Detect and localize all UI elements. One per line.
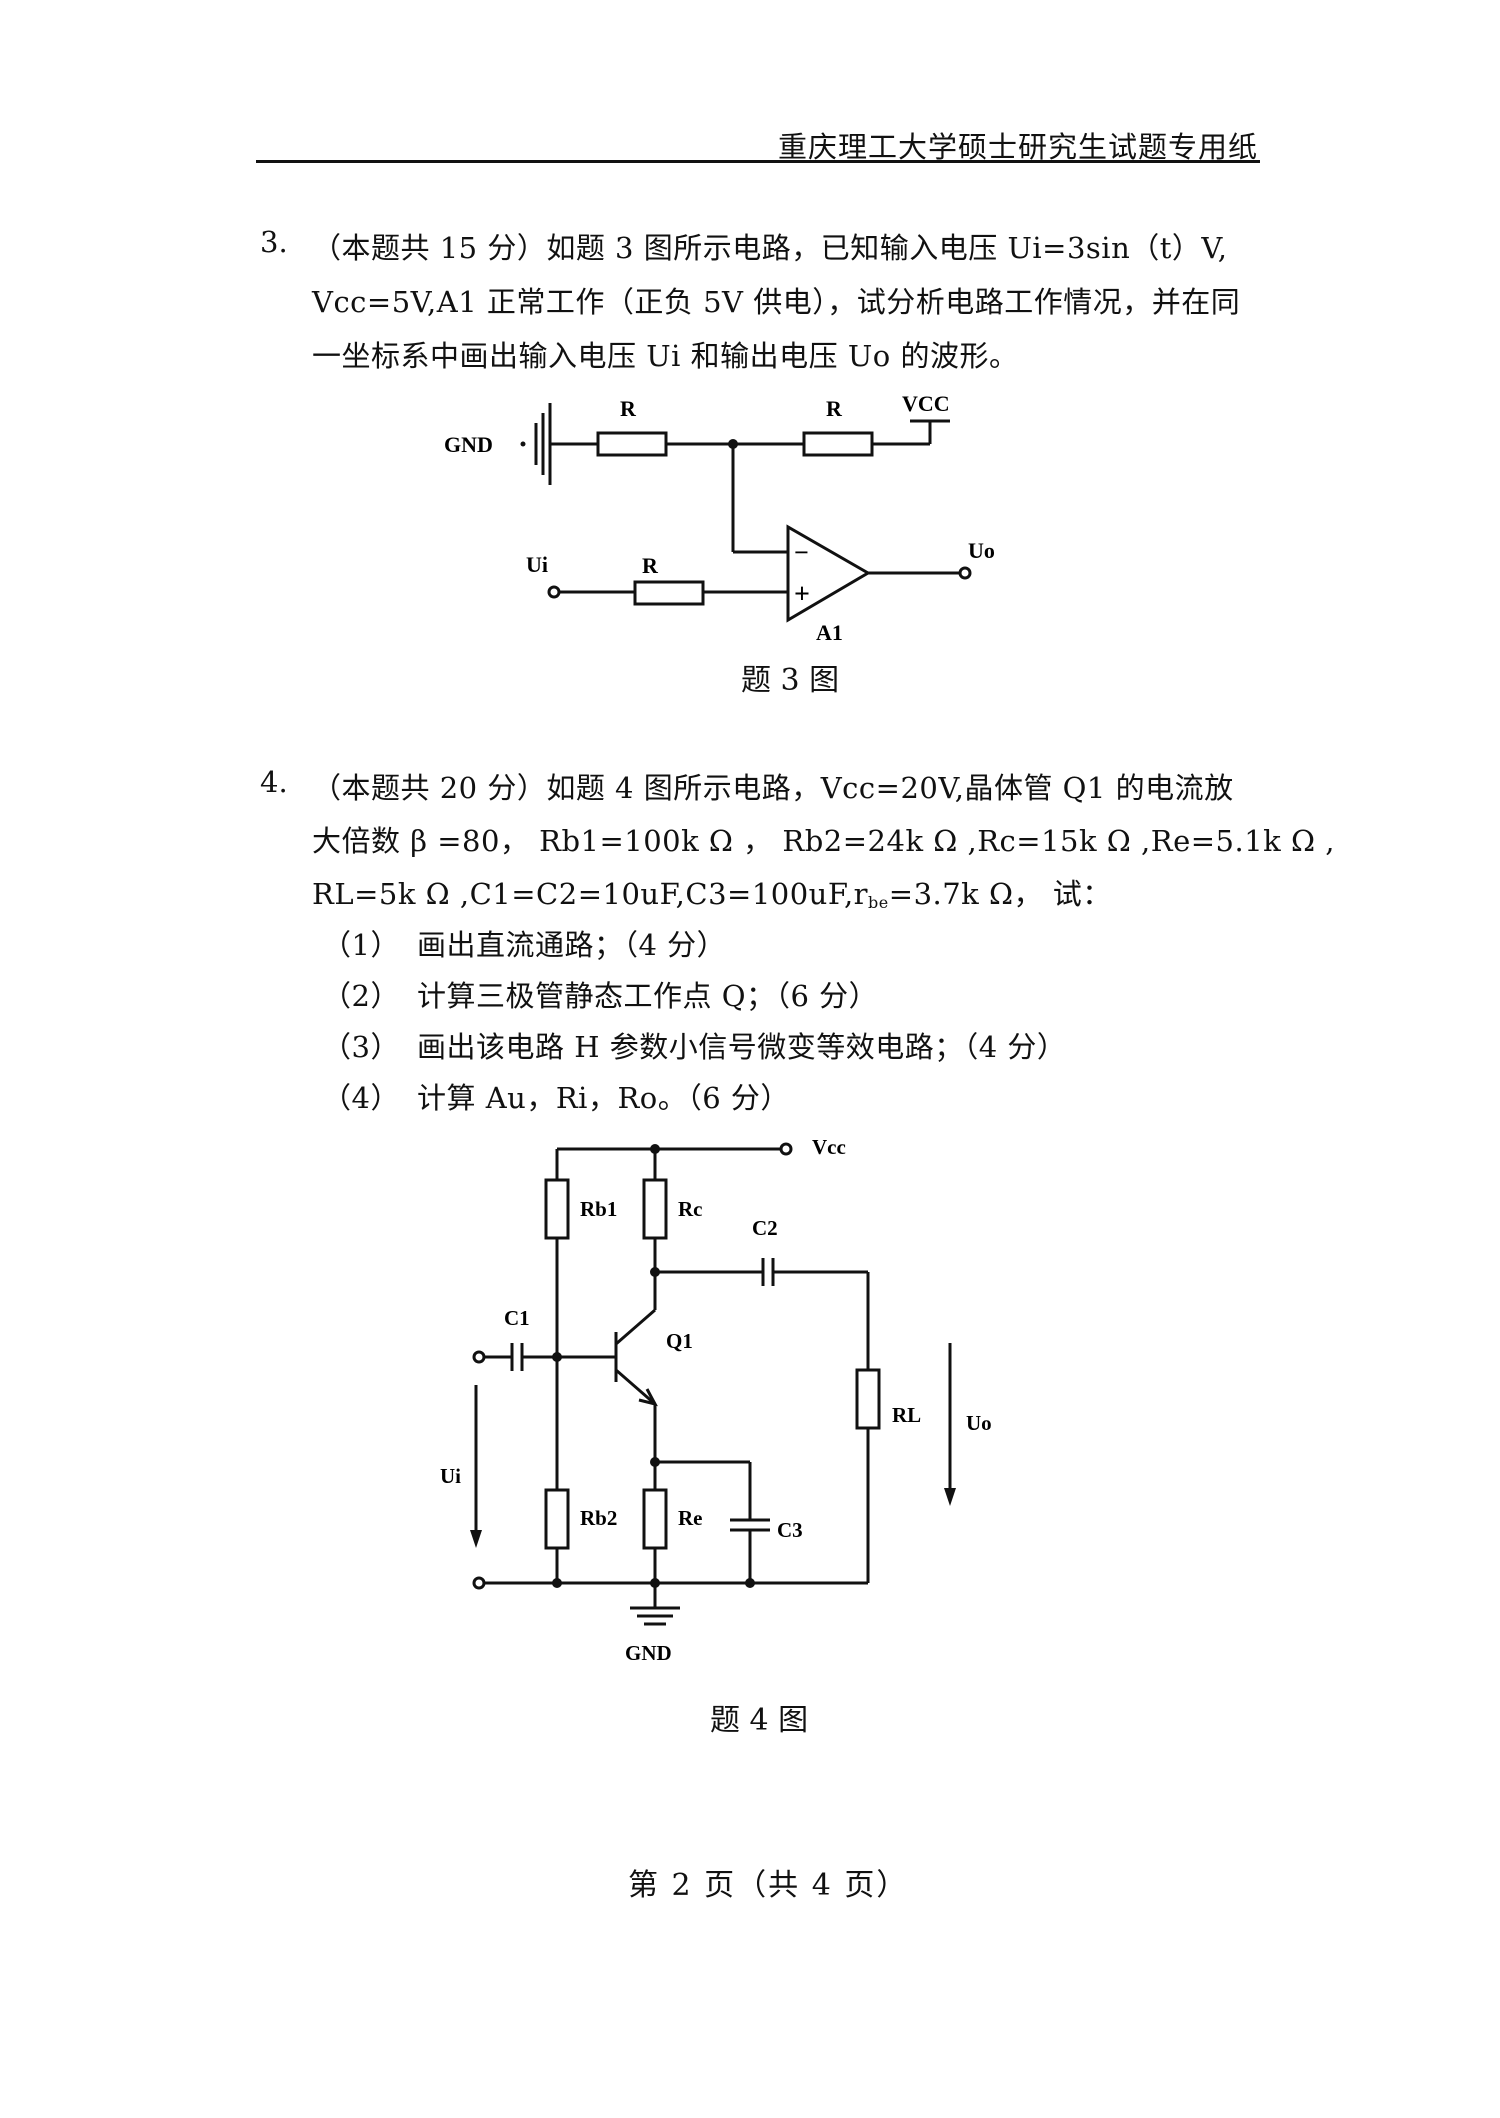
q4-resistor-rl xyxy=(855,1368,881,1430)
q4-resistor-rb2 xyxy=(544,1488,570,1550)
q3-resistor-input xyxy=(633,580,705,606)
q4-junction-dot xyxy=(552,1578,562,1588)
header-rule xyxy=(256,160,1260,163)
q4-transistor-emitter xyxy=(615,1368,656,1406)
q4-label-gnd: GND xyxy=(625,1641,672,1665)
q4-ui-arrowhead xyxy=(470,1530,482,1548)
q3-line-3: 一坐标系中画出输入电压 Ui 和输出电压 Uo 的波形。 xyxy=(312,339,1019,373)
q3-circuit-diagram: GND R R VCC Ui R Uo A1 − + xyxy=(444,391,995,645)
q4-label-vcc: Vcc xyxy=(812,1135,846,1159)
q4-label-rc: Rc xyxy=(678,1197,703,1221)
page-footer: 第 2 页（共 4 页） xyxy=(628,1868,909,1903)
q4-vcc-terminal xyxy=(779,1142,793,1156)
q3-line-1: （本题共 15 分）如题 3 图所示电路，已知输入电压 Ui=3sin（t）V, xyxy=(312,231,1228,265)
q4-resistor-rc xyxy=(642,1178,668,1240)
q3-opamp-minus: − xyxy=(794,538,809,567)
q3-label-ui: Ui xyxy=(526,552,548,577)
q4-label-c3: C3 xyxy=(777,1518,803,1542)
q4-label-rl: RL xyxy=(892,1403,921,1427)
q4-junction-dot xyxy=(745,1578,755,1588)
q3-input-terminal xyxy=(547,585,561,599)
q4-caption: 题 4 图 xyxy=(710,1703,809,1738)
q4-item-4-label: （4） xyxy=(322,1081,400,1115)
q4-item-2-label: （2） xyxy=(322,979,400,1013)
q3-opamp-body xyxy=(786,524,871,623)
q3-opamp-plus: + xyxy=(794,579,810,610)
q4-label-rb2: Rb2 xyxy=(580,1506,617,1530)
q4-label-rb1: Rb1 xyxy=(580,1197,617,1221)
q4-number: 4. xyxy=(260,765,288,799)
q4-ground-terminal xyxy=(472,1576,486,1590)
q4-junction-dot xyxy=(650,1457,660,1467)
q3-caption: 题 3 图 xyxy=(741,663,840,698)
q3-label-r-top-right: R xyxy=(826,396,843,421)
q4-transistor-collector xyxy=(615,1308,656,1346)
q4-item-1-label: （1） xyxy=(322,928,400,962)
q3-label-r-input: R xyxy=(642,553,659,578)
q4-uo-arrowhead xyxy=(944,1488,956,1506)
q4-label-re: Re xyxy=(678,1506,703,1530)
q3-resistor-top-right xyxy=(802,431,874,457)
q3-line-2: Vcc=5V,A1 正常工作（正负 5V 供电），试分析电路工作情况，并在同 xyxy=(312,285,1241,319)
q4-input-terminal xyxy=(472,1350,486,1364)
q4-item-2-text: 计算三极管静态工作点 Q；（6 分） xyxy=(417,979,879,1013)
q3-label-gnd: GND xyxy=(444,432,493,457)
q4-item-3-label: （3） xyxy=(322,1030,400,1064)
q3-label-a1: A1 xyxy=(816,620,843,645)
q4-item-3-text: 画出该电路 H 参数小信号微变等效电路；（4 分） xyxy=(417,1030,1067,1064)
q3-label-r-top-left: R xyxy=(620,396,637,421)
q4-line-3: RL=5k Ω ,C1=C2=10uF,C3=100uF,rbe=3.7k Ω，… xyxy=(312,877,1112,912)
q3-label-uo: Uo xyxy=(968,538,995,563)
q4-label-c2: C2 xyxy=(752,1216,778,1240)
q3-output-terminal xyxy=(958,566,972,580)
q3-label-vcc: VCC xyxy=(902,391,950,416)
q4-label-q1: Q1 xyxy=(666,1329,693,1353)
q4-line-1: （本题共 20 分）如题 4 图所示电路，Vcc=20V,晶体管 Q1 的电流放 xyxy=(312,771,1234,805)
q3-number: 3. xyxy=(260,225,288,259)
q4-label-uo: Uo xyxy=(966,1411,992,1435)
q3-junction-dot xyxy=(728,439,738,449)
q4-circuit-diagram: Vcc Rb1 Rc C2 C1 Q1 RL Uo Ui Rb2 Re C3 G… xyxy=(440,1135,992,1665)
q4-resistor-rb1 xyxy=(544,1178,570,1240)
q4-junction-dot xyxy=(650,1144,660,1154)
q4-resistor-re xyxy=(642,1488,668,1550)
q4-junction-dot xyxy=(650,1267,660,1277)
q4-junction-dot xyxy=(650,1578,660,1588)
q4-label-c1: C1 xyxy=(504,1306,530,1330)
q3-resistor-top-left xyxy=(596,431,668,457)
q4-junction-dot xyxy=(552,1352,562,1362)
header-title: 重庆理工大学硕士研究生试题专用纸 xyxy=(777,130,1258,164)
q4-item-1-text: 画出直流通路；（4 分） xyxy=(417,928,727,962)
q4-label-ui: Ui xyxy=(440,1464,461,1488)
q4-line-2: 大倍数 β =80， Rb1=100k Ω ， Rb2=24k Ω ,Rc=15… xyxy=(312,824,1335,858)
q4-item-4-text: 计算 Au，Ri，Ro。（6 分） xyxy=(417,1081,790,1115)
q3-ground-dot xyxy=(520,441,526,447)
